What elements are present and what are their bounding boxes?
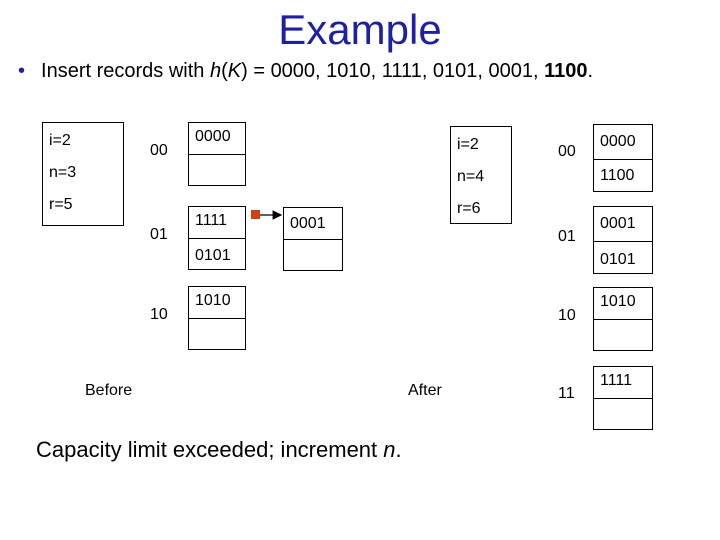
- before-param-n: n=3: [49, 164, 77, 181]
- after-bucket-11: 1111: [593, 366, 653, 430]
- overflow-block: 0001: [283, 207, 343, 271]
- before-bucket-10: 1010: [188, 286, 246, 350]
- before-bucket-00: 0000: [188, 122, 246, 186]
- before-param-r: r=5: [49, 196, 73, 213]
- pointer-square-icon: [251, 210, 260, 219]
- after-bucket-00: 0000 1100: [593, 124, 653, 192]
- before-bucket-01: 1111 0101: [188, 206, 246, 270]
- after-bucket-label-00: 00: [558, 143, 576, 160]
- record: 1111: [195, 212, 228, 229]
- footer-end: .: [395, 437, 402, 462]
- bullet-keys: ) = 0000, 1010, 1111, 0101, 0001,: [241, 60, 545, 82]
- after-param-n: n=4: [457, 168, 485, 185]
- footer-text: Capacity limit exceeded; increment: [36, 437, 384, 462]
- bullet-end: .: [587, 60, 594, 82]
- record: 0001: [290, 215, 326, 232]
- after-bucket-01: 0001 0101: [593, 206, 653, 274]
- after-param-r: r=6: [457, 200, 481, 217]
- bullet-prefix: Insert records with: [41, 60, 210, 82]
- record: 0000: [195, 128, 231, 145]
- record: 0001: [600, 215, 636, 232]
- record: 1010: [195, 292, 231, 309]
- after-bucket-label-11: 11: [558, 385, 575, 402]
- after-bucket-label-10: 10: [558, 307, 576, 324]
- bullet-text: • Insert records with h(K) = 0000, 1010, …: [18, 60, 593, 83]
- before-params-box: i=2 n=3 r=5: [42, 122, 124, 226]
- bullet-bold-key: 1100: [544, 60, 588, 82]
- footer-caption: Capacity limit exceeded; increment n.: [36, 437, 402, 463]
- record: 0101: [600, 251, 636, 268]
- page-title: Example: [278, 6, 442, 53]
- after-bucket-10: 1010: [593, 287, 653, 351]
- record: 1010: [600, 293, 636, 310]
- bullet-paren-open: (: [221, 60, 228, 82]
- after-param-i: i=2: [457, 136, 479, 153]
- before-bucket-label-01: 01: [150, 226, 168, 243]
- before-caption: Before: [85, 382, 133, 399]
- bullet-var: K: [227, 60, 242, 82]
- after-params-box: i=2 n=4 r=6: [450, 126, 512, 224]
- bullet-func: h: [209, 60, 222, 82]
- record: 0101: [195, 247, 231, 264]
- after-bucket-label-01: 01: [558, 228, 576, 245]
- footer-var: n: [383, 437, 396, 462]
- before-bucket-label-10: 10: [150, 306, 168, 323]
- before-bucket-label-00: 00: [150, 142, 168, 159]
- before-param-i: i=2: [49, 132, 71, 149]
- bullet-icon: •: [18, 60, 26, 82]
- after-caption: After: [408, 382, 442, 399]
- record: 1100: [600, 167, 635, 184]
- record: 1111: [600, 372, 633, 389]
- record: 0000: [600, 133, 636, 150]
